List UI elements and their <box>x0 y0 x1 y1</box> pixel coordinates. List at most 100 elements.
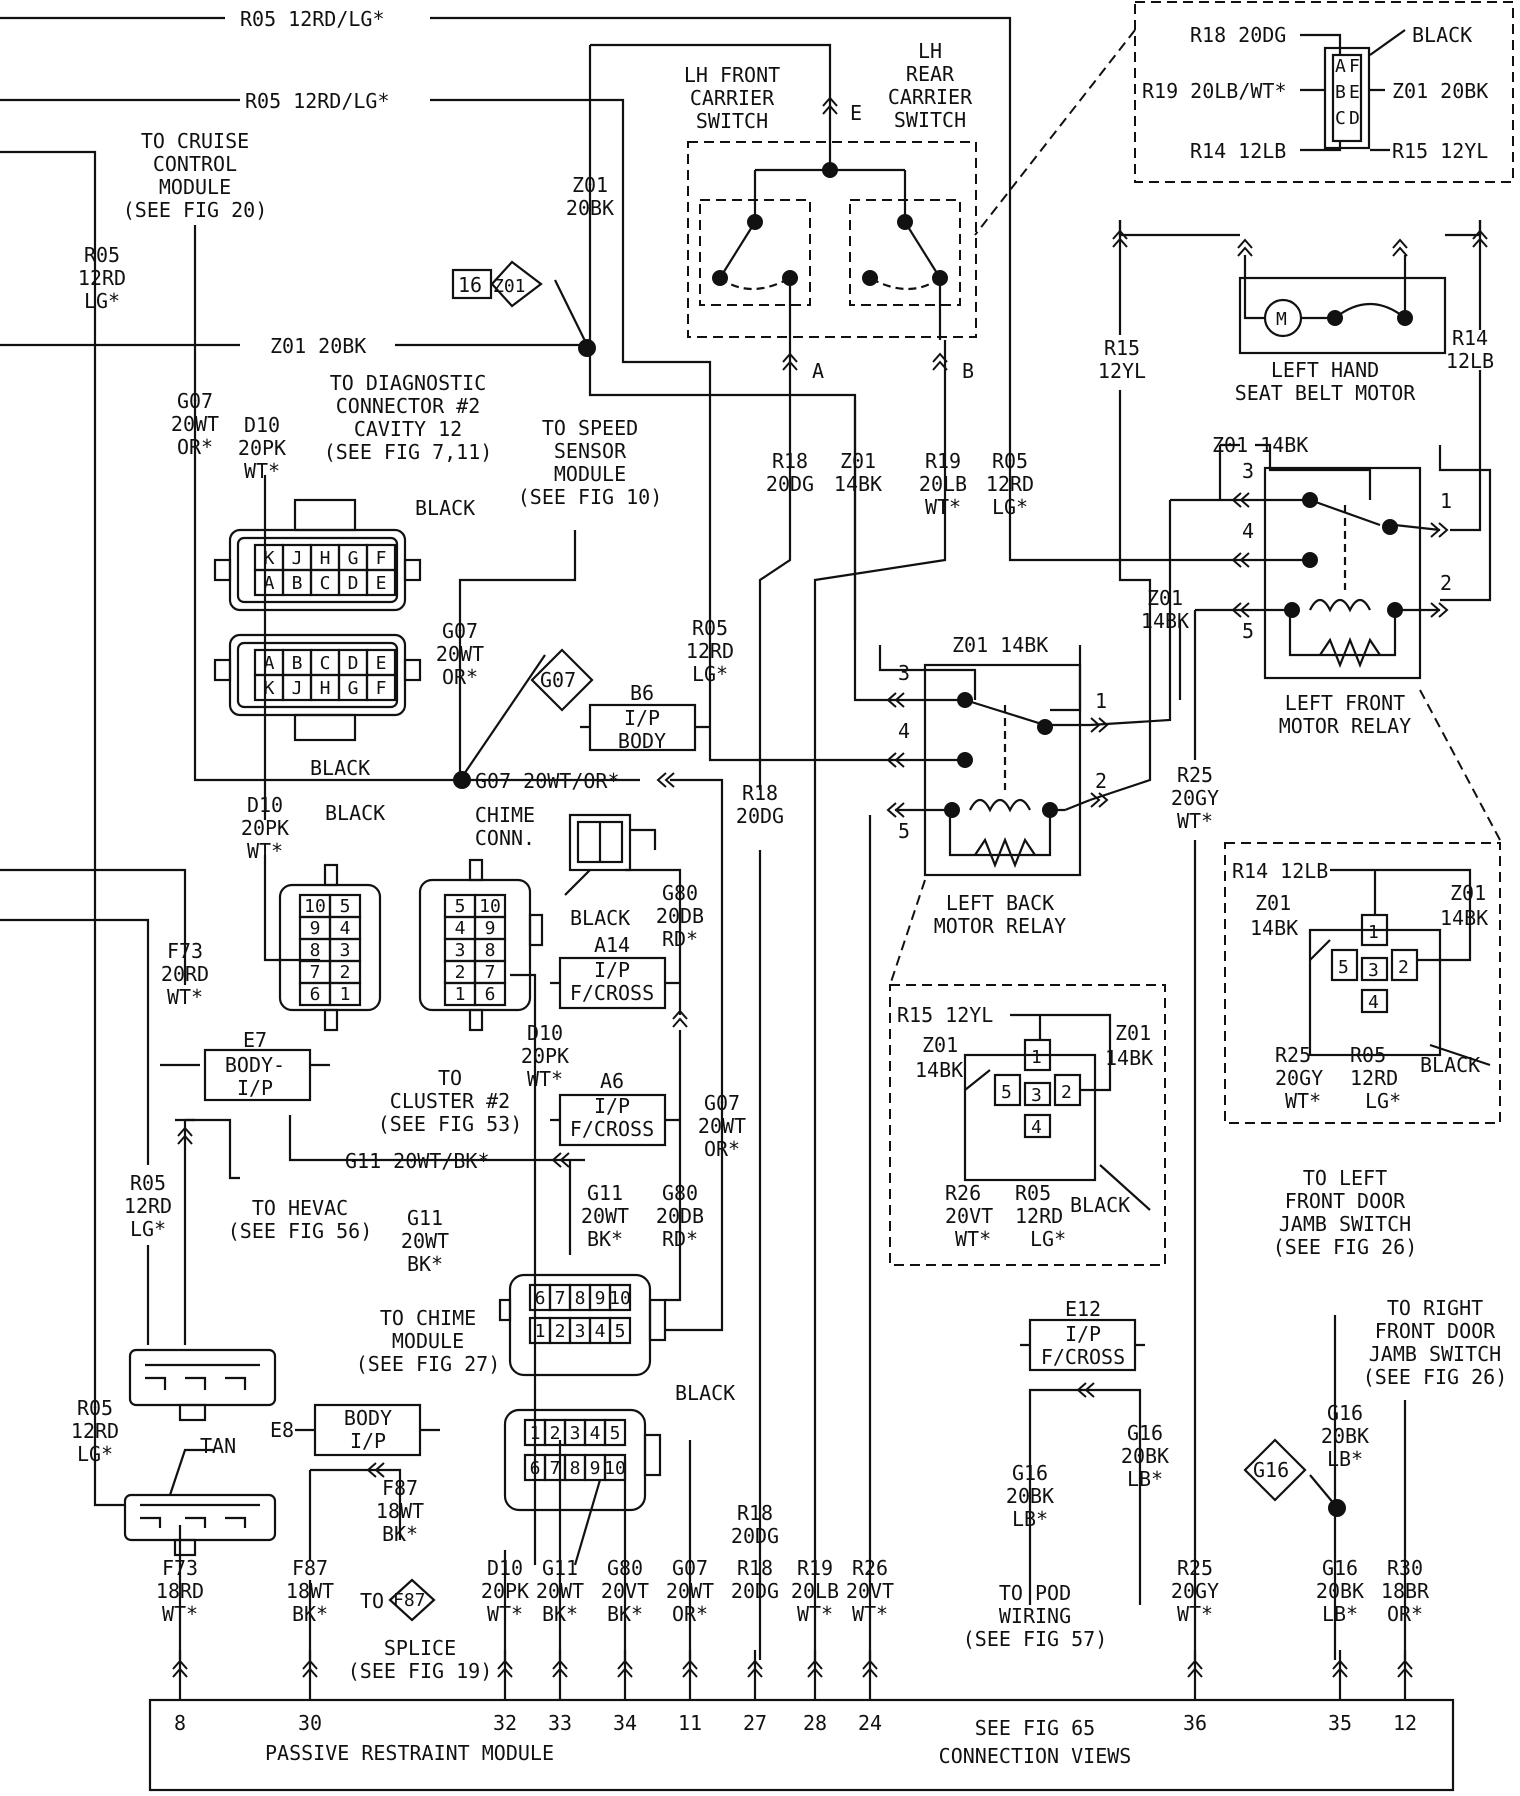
c10b-cav-0-1: 10 <box>479 896 501 917</box>
label-lf-relay-1: MOTOR RELAY <box>1279 714 1411 738</box>
inline-3-l1: BODY- <box>225 1053 285 1077</box>
pin-b: B <box>962 359 974 383</box>
k-bot-cav-4: E <box>376 573 387 594</box>
svg-text:1: 1 <box>1031 1047 1042 1068</box>
wire-r05-2: R05 12RD/LG* <box>245 89 390 113</box>
c10a-cav-1-1: 4 <box>340 918 351 939</box>
bw-circuit-12: R30 <box>1387 1556 1423 1580</box>
wire-d10-c-1: 20PK <box>521 1044 569 1068</box>
blk-bot-cav-3: 9 <box>590 1458 601 1479</box>
inline-e8-id: E8 <box>270 1418 294 1442</box>
cavity-c: C <box>1335 108 1346 129</box>
wire-r05-center-1: 12RD <box>986 472 1034 496</box>
bw-color-33: BK* <box>542 1602 578 1626</box>
wire-g07-left-2: OR* <box>177 435 213 459</box>
bw-circuit-30: F87 <box>292 1556 328 1580</box>
wire-r19-a-0: R19 <box>925 449 961 473</box>
label-seat-motor-1: SEAT BELT MOTOR <box>1235 381 1417 405</box>
bw-circuit-27: R18 <box>737 1556 773 1580</box>
label-tan: TAN <box>200 1434 236 1458</box>
blk-top-cav-4: 5 <box>610 1423 621 1444</box>
label-seat-motor-0: LEFT HAND <box>1271 358 1379 382</box>
pin-a: A <box>812 359 824 383</box>
chime-bot-cav-4: 5 <box>615 1321 626 1342</box>
bw-circuit-35: G16 <box>1322 1556 1358 1580</box>
b2-bot-cav-4: F <box>376 678 387 699</box>
black-10pin-connector <box>503 1408 662 1512</box>
label-cluster-2: (SEE FIG 53) <box>378 1112 523 1136</box>
bw-pin-28: 28 <box>803 1711 827 1735</box>
label-cluster-1: CLUSTER #2 <box>390 1089 510 1113</box>
inline-2-id: A6 <box>600 1069 624 1093</box>
bw-pin-33: 33 <box>548 1711 572 1735</box>
splice-f87: F87 <box>393 1590 426 1611</box>
lb-pin-2: 2 <box>1095 769 1107 793</box>
chime-connector <box>564 813 657 896</box>
label-speed-3: (SEE FIG 10) <box>518 485 663 509</box>
inline-3-id: E7 <box>243 1028 267 1052</box>
chime-bot-cav-3: 4 <box>595 1321 606 1342</box>
inline-4-id: E12 <box>1065 1297 1101 1321</box>
diag-connectors <box>213 498 422 742</box>
svg-text:3: 3 <box>1031 1085 1042 1106</box>
wire-g16-c-2: LB* <box>1012 1507 1048 1531</box>
bw-color-35: LB* <box>1322 1602 1358 1626</box>
label-cruise-0: TO CRUISE <box>141 129 249 153</box>
bw-pin-32: 32 <box>493 1711 517 1735</box>
wire-z01-20bk: Z01 20BK <box>270 334 366 358</box>
c10a-cav-3-1: 2 <box>340 962 351 983</box>
wire-d10-c-0: D10 <box>527 1021 563 1045</box>
blk-bot-cav-0: 6 <box>530 1458 541 1479</box>
wire-r14-1: 12LB <box>1446 349 1494 373</box>
bw-color-32: WT* <box>487 1602 523 1626</box>
lc-r15: R15 12YL <box>897 1003 993 1027</box>
bw-gauge-11: 20WT <box>666 1579 714 1603</box>
chime-top-cell-4 <box>608 1283 632 1312</box>
splice-z01: Z01 <box>493 276 526 297</box>
splice-markers: 1 6 Z01 G07 G16 F87 <box>388 260 1346 1622</box>
bw-pin-30: 30 <box>298 1711 322 1735</box>
left-back-motor-relay: 3 4 5 1 2 <box>887 661 1501 986</box>
wire-d10-b-2: WT* <box>247 839 283 863</box>
cavity-f: F <box>1349 56 1360 77</box>
b2-top-cav-4: E <box>376 653 387 674</box>
wire-g07-right-0: G07 <box>704 1091 740 1115</box>
label-lh-rear-2: CARRIER <box>888 85 973 109</box>
label-cruise-1: CONTROL <box>153 152 237 176</box>
wire-g80-a-2: RD* <box>662 927 698 951</box>
bw-gauge-34: 20VT <box>601 1579 649 1603</box>
chime-module-connector <box>498 1273 667 1377</box>
cavity-d: D <box>1349 108 1360 129</box>
wire-g11-a-1: 20WT <box>401 1229 449 1253</box>
wire-g16-b-2: LB* <box>1127 1467 1163 1491</box>
blk-bot-cav-1: 7 <box>550 1458 561 1479</box>
label-prm: PASSIVE RESTRAINT MODULE <box>265 1741 554 1765</box>
svg-text:R05: R05 <box>1015 1181 1051 1205</box>
bw-color-12: OR* <box>1387 1602 1423 1626</box>
svg-text:14BK: 14BK <box>1440 906 1488 930</box>
c10a-cav-4-0: 6 <box>310 984 321 1005</box>
k-top-cav-1: J <box>292 548 303 569</box>
svg-text:Z01: Z01 <box>1255 891 1291 915</box>
inline-3-l2: I/P <box>237 1076 273 1100</box>
label-cluster-0: TO <box>438 1066 462 1090</box>
wire-g07-mid-2: OR* <box>442 665 478 689</box>
wire-g16-b-0: G16 <box>1127 1421 1163 1445</box>
svg-text:12RD: 12RD <box>1015 1204 1063 1228</box>
wire-d10-a-1: 20PK <box>238 436 286 460</box>
svg-text:WT*: WT* <box>1285 1089 1321 1113</box>
label-diag-0: TO DIAGNOSTIC <box>330 371 487 395</box>
wire-g11-a-0: G11 <box>407 1206 443 1230</box>
label-black-4: BLACK <box>675 1381 735 1405</box>
svg-text:14BK: 14BK <box>915 1058 963 1082</box>
carrier-switches: E A B <box>687 97 977 383</box>
top-conn-r19: R19 20LB/WT* <box>1142 79 1287 103</box>
wire-r18-c-1: 20DG <box>731 1524 779 1548</box>
c10b-cav-1-1: 9 <box>485 918 496 939</box>
seat-belt-motor: M <box>1118 220 1482 355</box>
label-cruise-3: (SEE FIG 20) <box>123 198 268 222</box>
label-rf-door-0: TO RIGHT <box>1387 1296 1483 1320</box>
wire-g80-b-1: 20DB <box>656 1204 704 1228</box>
bw-color-28: WT* <box>797 1602 833 1626</box>
